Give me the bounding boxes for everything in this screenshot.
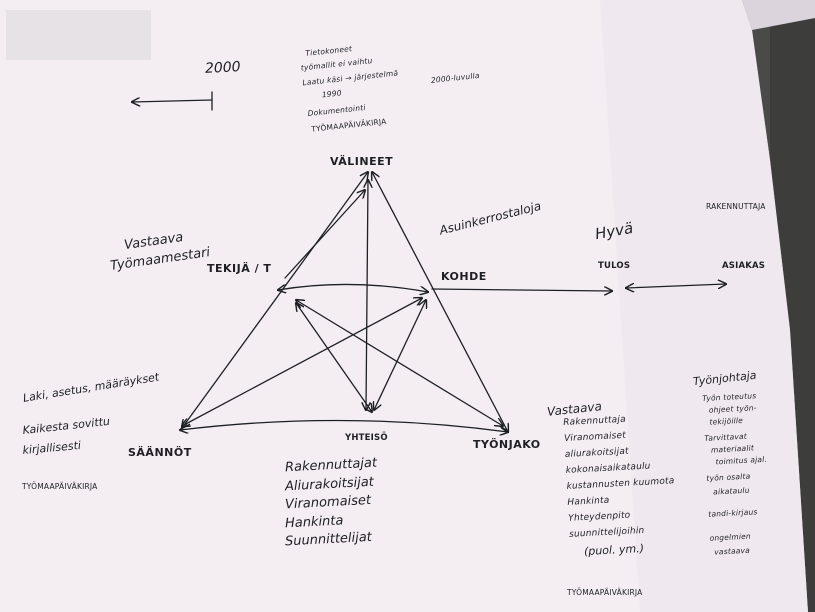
node-tekija: TEKIJÄ / T [207, 262, 271, 275]
node-kohde: KOHDE [441, 270, 487, 283]
edge-kohde-yhteiso [374, 300, 426, 410]
year-label: 2000 [205, 59, 241, 78]
tyonjohtaja-note: aikataulu [713, 486, 750, 497]
node-tyonjako: TYÖNJAKO [473, 438, 541, 451]
yhteiso-note: Rakennuttajat [285, 456, 378, 476]
edge-kohde-tulos [432, 289, 612, 291]
node-saannot: SÄÄNNÖT [128, 446, 192, 459]
edge-valineet-saannot [182, 172, 368, 428]
tyonjohtaja-note: tekijöille [709, 416, 743, 427]
node-yhteiso: YHTEISÖ [345, 433, 388, 443]
node-tulos: TULOS [598, 261, 630, 271]
edge-saannot-kohde [182, 298, 422, 426]
yhteiso-note: Aliurakoitsijat [285, 474, 378, 494]
edge-tekija-valineet [285, 190, 365, 278]
timeline-arrow [132, 100, 212, 102]
edge-valineet-yhteiso [366, 180, 368, 410]
tyonjako-note: Hankinta [567, 496, 610, 509]
yhteiso-note: Hankinta [285, 511, 378, 531]
yhteiso-note: Viranomaiset [285, 493, 378, 513]
edge-saannot-tyonjako [180, 420, 508, 432]
edge-tulos-asiakas [626, 284, 726, 288]
saannot-note: TYÖMAAPÄIVÄKIRJA [22, 482, 98, 491]
edge-tekija-yhteiso [296, 303, 372, 412]
yhteiso-notes: Rakennuttajat Aliurakoitsijat Viranomais… [285, 458, 377, 551]
tyonjako-notes-footer: TYÖMAAPÄIVÄKIRJA [567, 588, 643, 597]
node-asiakas: ASIAKAS [722, 261, 765, 271]
edge-tekija-kohde [278, 284, 428, 292]
yhteiso-note: Suunnittelijat [285, 530, 378, 550]
tyonjohtaja-note: vastaava [714, 546, 750, 557]
node-valineet: VÄLINEET [330, 155, 393, 168]
asiakas-note: RAKENNUTTAJA [706, 202, 766, 211]
